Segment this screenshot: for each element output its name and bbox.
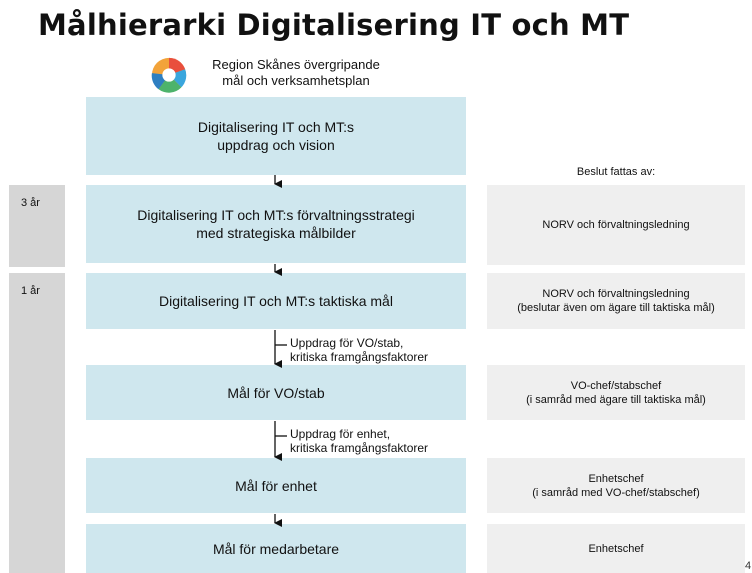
decision-label: Enhetschef (i samråd med VO-chef/stabsch… xyxy=(532,472,700,499)
stage-unit-goals: Mål för enhet xyxy=(86,458,466,513)
stage-label: Digitalisering IT och MT:s taktiska mål xyxy=(159,293,393,309)
period-label: 3 år xyxy=(21,197,40,209)
period-3-years: 3 år xyxy=(9,185,65,267)
decision-employee-goals: Enhetschef xyxy=(487,524,745,573)
decision-label: Enhetschef xyxy=(588,542,644,555)
decision-label: NORV och förvaltningsledning xyxy=(542,219,690,231)
page-title: Målhierarki Digitalisering IT och MT xyxy=(38,8,630,42)
decision-unit-goals: Enhetschef (i samråd med VO-chef/stabsch… xyxy=(487,458,745,513)
stage-employee-goals: Mål för medarbetare xyxy=(86,524,466,573)
stage-label: Mål för medarbetare xyxy=(212,540,340,557)
decision-vo-stab-goals: VO-chef/stabschef (i samråd med ägare ti… xyxy=(487,365,745,420)
stage-vo-stab-goals: Mål för VO/stab xyxy=(86,365,466,420)
mandate-unit: Uppdrag för enhet, kritiska framgångsfak… xyxy=(290,427,429,455)
region-skane-logo xyxy=(151,57,187,93)
stage-label: Mål för VO/stab xyxy=(227,384,325,401)
decision-tactical-goals: NORV och förvaltningsledning (beslutar ä… xyxy=(487,273,745,329)
page-number: 4 xyxy=(745,560,752,572)
header-text: Region Skånes övergripande mål och verks… xyxy=(212,57,380,88)
stage-tactical-goals: Digitalisering IT och MT:s taktiska mål xyxy=(86,273,466,329)
decision-label: VO-chef/stabschef (i samråd med ägare ti… xyxy=(526,379,706,406)
mandate-vo-stab: Uppdrag för VO/stab, kritiska framgångsf… xyxy=(290,336,429,364)
decision-label: NORV och förvaltningsledning (beslutar ä… xyxy=(517,288,715,314)
stage-label: Digitalisering IT och MT:s uppdrag och v… xyxy=(197,119,355,153)
period-label: 1 år xyxy=(21,285,40,297)
stage-label: Digitalisering IT och MT:s förvaltningss… xyxy=(137,207,415,241)
stage-management-strategy: Digitalisering IT och MT:s förvaltningss… xyxy=(86,185,466,263)
stage-label: Mål för enhet xyxy=(235,477,317,494)
stage-mission-vision: Digitalisering IT och MT:s uppdrag och v… xyxy=(86,97,466,175)
period-1-year: 1 år xyxy=(9,273,65,573)
decision-management-strategy: NORV och förvaltningsledning xyxy=(487,185,745,265)
decided-by-heading: Beslut fattas av: xyxy=(576,166,656,178)
